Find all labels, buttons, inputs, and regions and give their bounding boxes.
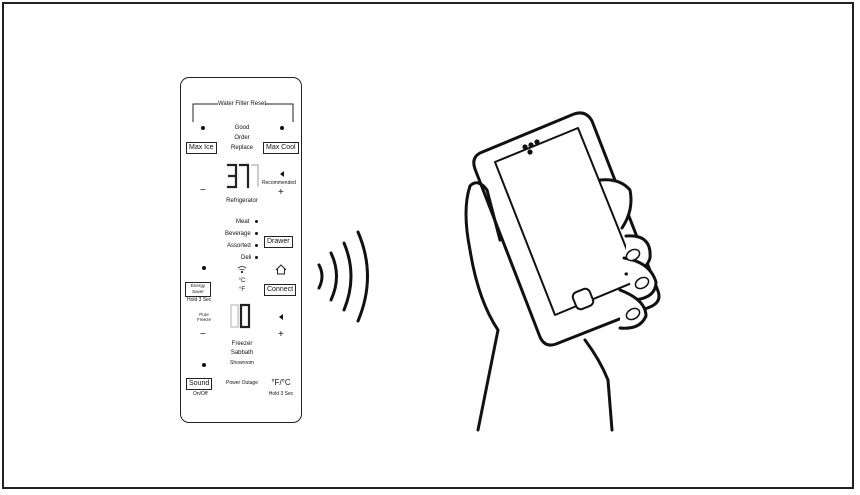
max-ice-indicator xyxy=(201,126,205,130)
pure-freeze-label-line1: Pure xyxy=(199,312,209,317)
home-icon xyxy=(275,264,287,275)
energy-saver-label-line1: Energy xyxy=(190,283,206,288)
assorted-label: Assorted xyxy=(227,243,251,249)
temp-unit-hold-label: Hold 3 Sec xyxy=(268,391,294,397)
power-outage-label: Power Outage xyxy=(226,380,258,386)
fridge-temp-display xyxy=(226,163,259,189)
digit-7 xyxy=(238,163,250,189)
deli-label: Deli xyxy=(241,255,252,261)
freezer-label: Freezer xyxy=(231,341,253,347)
ghost-digit xyxy=(251,164,259,187)
left-arrow-icon xyxy=(280,171,284,177)
hand xyxy=(464,178,658,432)
filter-status-order: Order xyxy=(234,135,250,141)
fahrenheit-indicator: °F xyxy=(238,287,246,293)
pure-freeze-label-line2: Freeze xyxy=(196,317,212,322)
phone-speaker-icon xyxy=(522,139,540,155)
water-filter-reset-label: Water Filter Reset xyxy=(217,101,267,107)
on-off-label: On/Off xyxy=(193,391,208,397)
connect-button[interactable]: Connect xyxy=(264,284,297,296)
control-panel xyxy=(180,77,302,423)
sabbath-label: Sabbath xyxy=(230,350,254,356)
fingernails xyxy=(625,248,650,321)
filter-status-replace: Replace xyxy=(230,145,254,151)
recommended-label: Recommended xyxy=(262,180,296,186)
wifi-icon xyxy=(237,266,247,274)
refrigerator-label: Refrigerator xyxy=(226,198,258,204)
filter-bracket xyxy=(192,103,294,122)
left-arrow-icon xyxy=(279,314,283,320)
max-cool-indicator xyxy=(280,126,284,130)
max-cool-button[interactable]: Max Cool xyxy=(263,142,299,154)
max-ice-button[interactable]: Max Ice xyxy=(186,142,217,154)
energy-saver-button[interactable]: Energy Saver xyxy=(185,282,211,297)
sound-button[interactable]: Sound xyxy=(186,378,213,390)
energy-saver-indicator xyxy=(202,266,206,270)
home-button xyxy=(571,287,595,311)
diagram-frame xyxy=(2,2,854,489)
meat-indicator xyxy=(255,220,258,223)
freezer-temp-display xyxy=(230,303,251,329)
digit-0 xyxy=(239,303,251,329)
showroom-label: Showroom xyxy=(230,360,254,366)
digit-3 xyxy=(226,163,238,189)
wireless-signal-icon xyxy=(317,230,369,323)
ghost-digit xyxy=(230,304,239,328)
freezer-plus-button[interactable]: + xyxy=(278,329,284,340)
sound-indicator xyxy=(202,363,206,367)
temp-unit-button[interactable]: °F/°C xyxy=(271,378,291,387)
energy-saver-hold-label: Hold 3 Sec xyxy=(187,297,212,303)
beverage-indicator xyxy=(255,232,258,235)
fridge-plus-button[interactable]: + xyxy=(278,187,284,198)
assorted-indicator xyxy=(255,244,258,247)
meat-label: Meat xyxy=(236,219,250,225)
deli-indicator xyxy=(255,256,258,259)
energy-saver-label-line2: Saver xyxy=(192,288,204,294)
freezer-minus-button[interactable]: − xyxy=(200,329,206,340)
filter-status-good: Good xyxy=(234,125,250,131)
fridge-minus-button[interactable]: − xyxy=(200,185,206,196)
drawer-button[interactable]: Drawer xyxy=(264,236,293,248)
beverage-label: Beverage xyxy=(225,231,251,237)
celsius-indicator: °C xyxy=(238,278,246,284)
